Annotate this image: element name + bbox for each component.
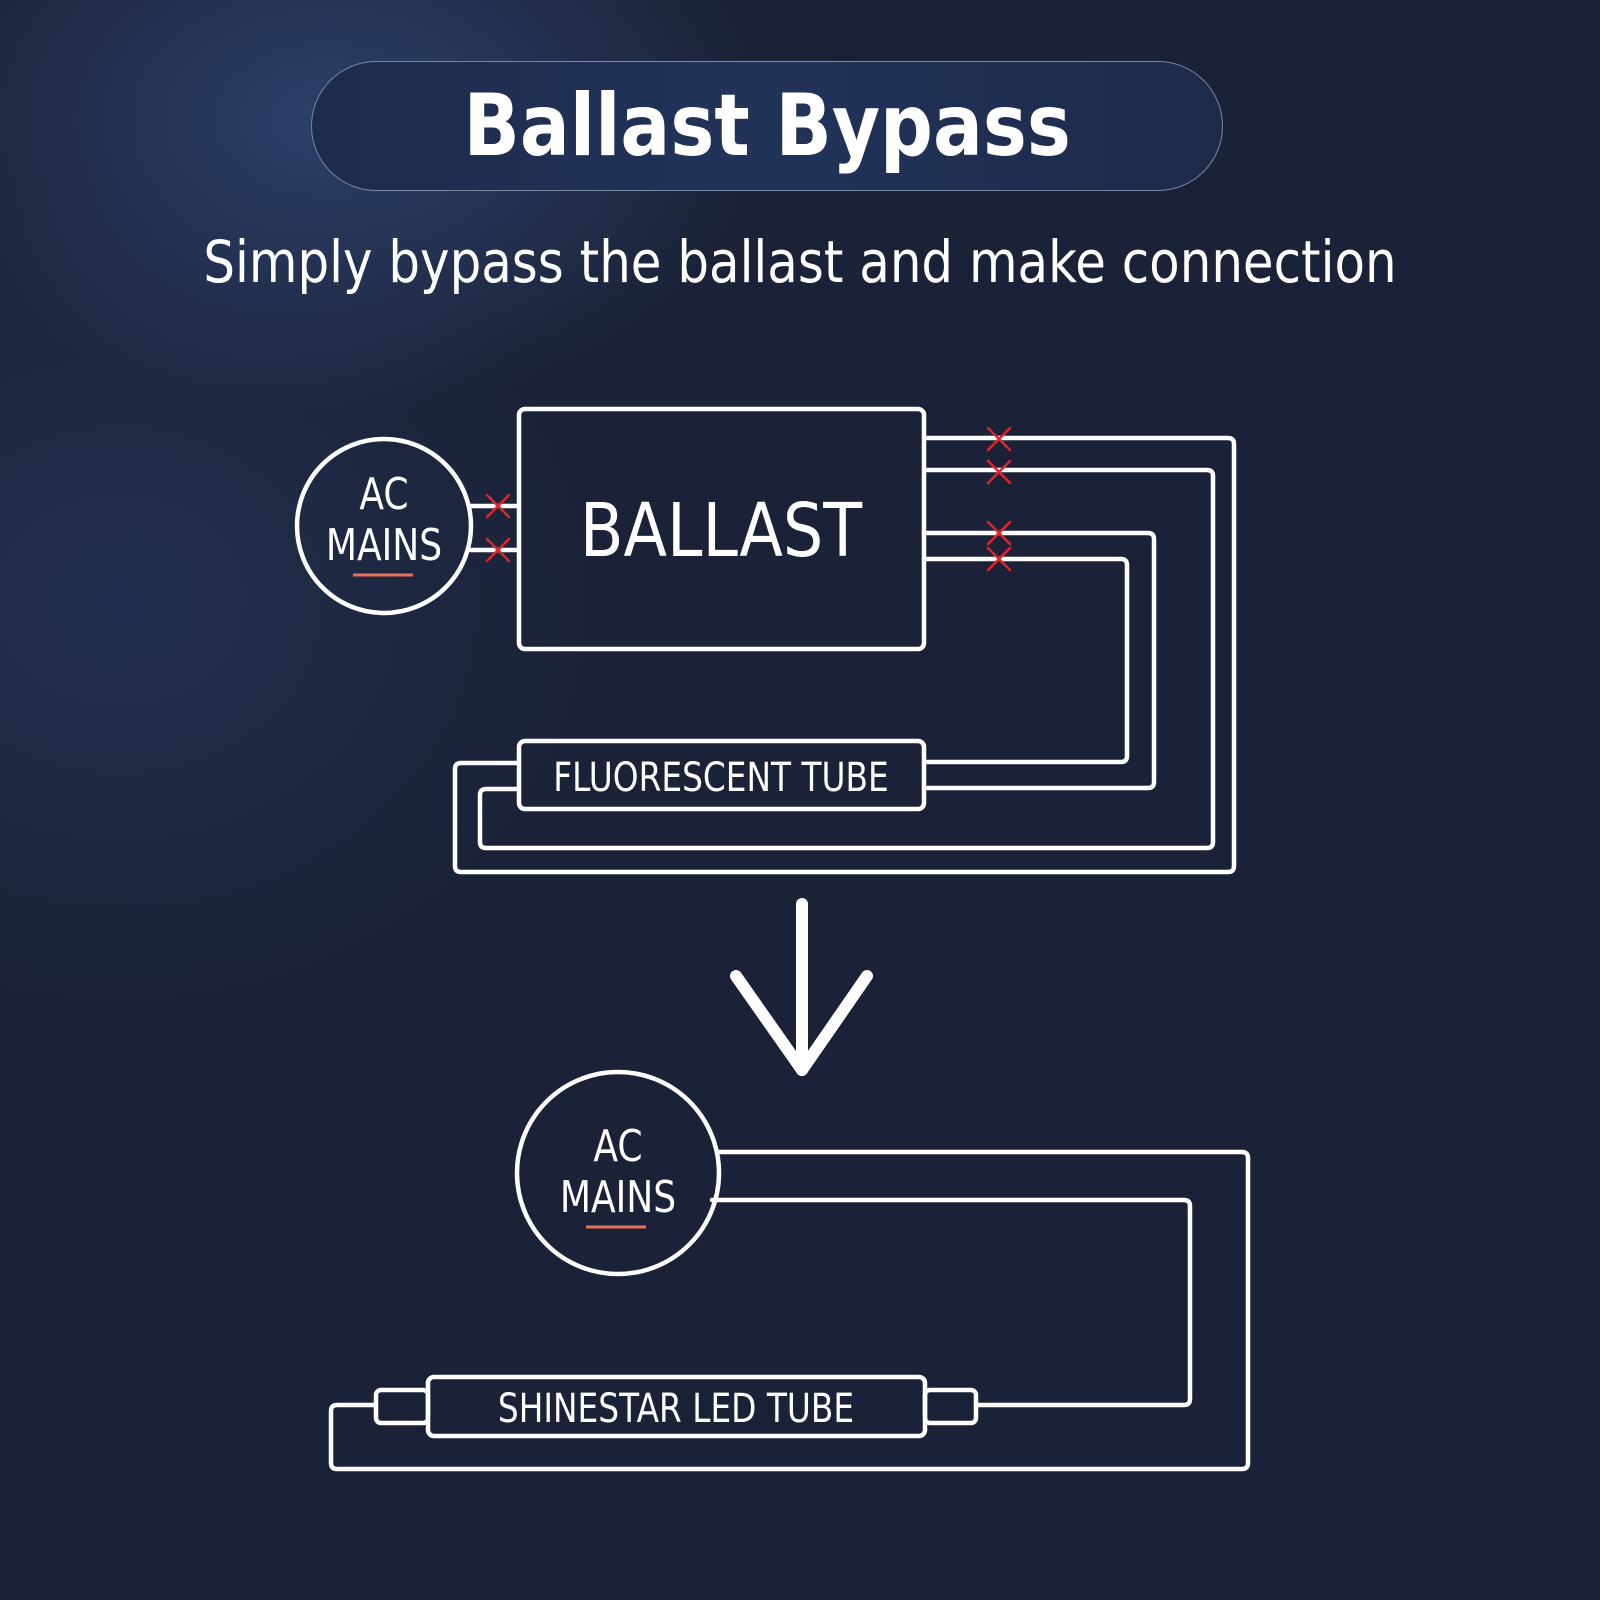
cross-icon [986,520,1012,546]
cross-icon [986,426,1012,452]
ac-label-top: AC [359,470,408,520]
ac-mains-circle-top [294,436,474,616]
led-wire-outer [328,1149,1251,1472]
before-diagram [294,406,1237,875]
cross-icon [986,459,1012,485]
cross-icon [986,546,1012,572]
cross-icon [485,537,511,563]
led-tube-label: SHINESTAR LED TUBE [498,1385,854,1432]
page-subtitle: Simply bypass the ballast and make conne… [203,228,1397,296]
ballast-wire-fourth [921,556,1130,765]
cut-marks [485,426,1012,572]
down-arrow-icon [730,898,873,1076]
ballast-wire-second [477,467,1216,851]
led-tube-cap-right [922,1387,979,1426]
after-diagram [328,1069,1251,1472]
ballast-box [516,406,927,652]
ac-label-bottom: AC [593,1122,642,1172]
mains-label-bottom: MAINS [560,1173,676,1223]
title-banner: Ballast Bypass [311,61,1223,191]
mains-label-top: MAINS [326,521,442,571]
ac-mains-circle-bottom [514,1069,722,1277]
led-wire-inner [709,1197,1193,1408]
ballast-wire-third [921,530,1157,791]
cross-icon [485,493,511,519]
led-tube-cap-left [373,1387,431,1426]
fluorescent-tube-box [516,738,927,812]
page-title: Ballast Bypass [463,76,1071,176]
ballast-label: BALLAST [580,488,863,574]
ballast-wire-outer [452,435,1237,875]
fluorescent-tube-label: FLUORESCENT TUBE [553,754,888,801]
